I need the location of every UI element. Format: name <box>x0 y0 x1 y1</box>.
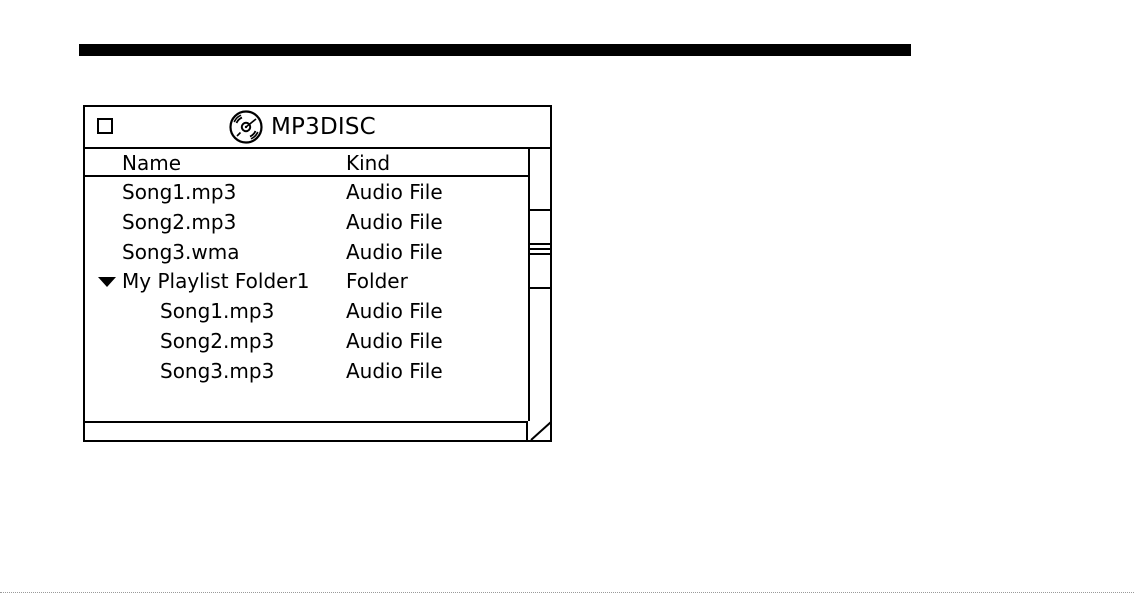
close-box-icon[interactable] <box>97 118 113 134</box>
thumb-grip-line <box>530 243 550 245</box>
title-bar[interactable]: MP3DISC <box>85 107 550 149</box>
row-name: My Playlist Folder1 <box>122 266 309 296</box>
row-name: Song3.wma <box>122 237 239 267</box>
row-kind: Audio File <box>346 207 443 237</box>
column-header-name[interactable]: Name <box>122 149 181 177</box>
thumb-grip-line <box>530 253 550 255</box>
row-name: Song1.mp3 <box>160 296 274 326</box>
folder-row[interactable]: My Playlist Folder1 Folder <box>85 266 528 296</box>
resize-handle-icon[interactable] <box>530 421 552 442</box>
file-row[interactable]: Song1.mp3 Audio File <box>85 177 528 207</box>
file-row[interactable]: Song2.mp3 Audio File <box>85 326 528 356</box>
row-kind: Audio File <box>346 356 443 386</box>
file-row[interactable]: Song3.wma Audio File <box>85 237 528 267</box>
vertical-scrollbar[interactable] <box>530 149 550 421</box>
row-kind: Audio File <box>346 326 443 356</box>
disclosure-triangle-icon[interactable] <box>98 277 116 287</box>
row-kind: Audio File <box>346 237 443 267</box>
row-name: Song2.mp3 <box>160 326 274 356</box>
thumb-grip-line <box>530 248 550 250</box>
title-group: MP3DISC <box>229 110 376 144</box>
column-header-row: Name Kind <box>85 149 528 177</box>
page-edge-rule <box>0 592 1134 593</box>
file-row[interactable]: Song2.mp3 Audio File <box>85 207 528 237</box>
row-name: Song1.mp3 <box>122 177 236 207</box>
file-row[interactable]: Song3.mp3 Audio File <box>85 356 528 386</box>
scrollbar-thumb[interactable] <box>530 209 550 289</box>
row-kind: Audio File <box>346 296 443 326</box>
window-title: MP3DISC <box>271 110 376 144</box>
row-name: Song3.mp3 <box>160 356 274 386</box>
row-kind: Audio File <box>346 177 443 207</box>
column-header-kind[interactable]: Kind <box>346 149 390 177</box>
horizontal-scroll-area[interactable] <box>85 421 528 440</box>
file-row[interactable]: Song1.mp3 Audio File <box>85 296 528 326</box>
disc-icon <box>229 110 263 144</box>
top-rule <box>79 44 911 56</box>
row-kind: Folder <box>346 266 408 296</box>
row-name: Song2.mp3 <box>122 207 236 237</box>
